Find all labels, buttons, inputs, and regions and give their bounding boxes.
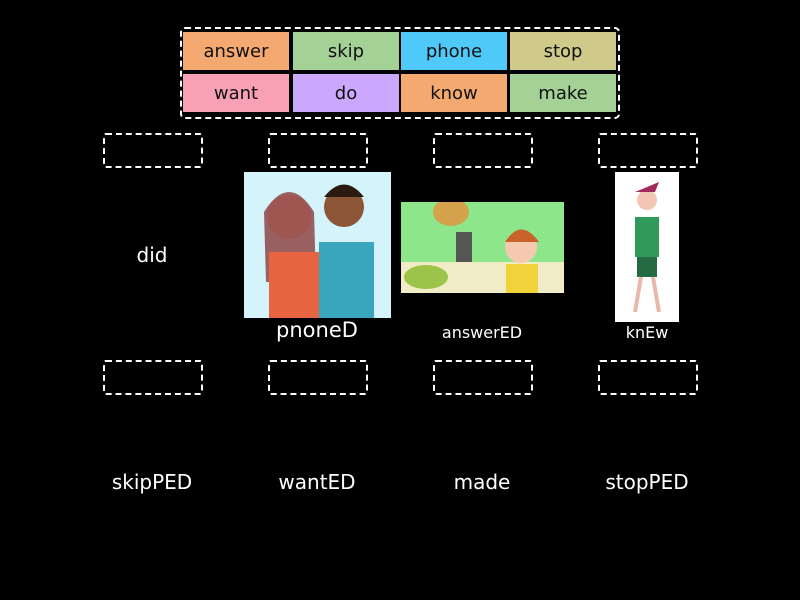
item-label: knEw <box>625 323 669 342</box>
phone-call-image <box>244 172 391 318</box>
item-label: made <box>453 470 511 494</box>
drop-zone[interactable] <box>598 133 698 168</box>
drop-zone[interactable] <box>598 360 698 395</box>
item-label: wantED <box>278 470 356 494</box>
drop-zone[interactable] <box>268 133 368 168</box>
drop-zone[interactable] <box>433 360 533 395</box>
item-label: pnoneD <box>276 318 358 342</box>
item-label: skipPED <box>111 470 193 494</box>
item-label: stopPED <box>605 470 689 494</box>
tile-answer[interactable]: answer <box>183 32 289 70</box>
drop-zone[interactable] <box>268 360 368 395</box>
woman-image <box>615 172 679 322</box>
drop-zone[interactable] <box>103 133 203 168</box>
tile-do[interactable]: do <box>293 74 399 112</box>
tile-skip[interactable]: skip <box>293 32 399 70</box>
tile-stop[interactable]: stop <box>510 32 616 70</box>
item-label: did <box>136 243 168 267</box>
horrid-henry-image <box>401 202 564 293</box>
tile-know[interactable]: know <box>401 74 507 112</box>
tile-want[interactable]: want <box>183 74 289 112</box>
drop-zone[interactable] <box>433 133 533 168</box>
drop-zone[interactable] <box>103 360 203 395</box>
item-label: answerED <box>441 323 523 342</box>
tile-make[interactable]: make <box>510 74 616 112</box>
tile-phone[interactable]: phone <box>401 32 507 70</box>
word-bank <box>180 27 620 119</box>
